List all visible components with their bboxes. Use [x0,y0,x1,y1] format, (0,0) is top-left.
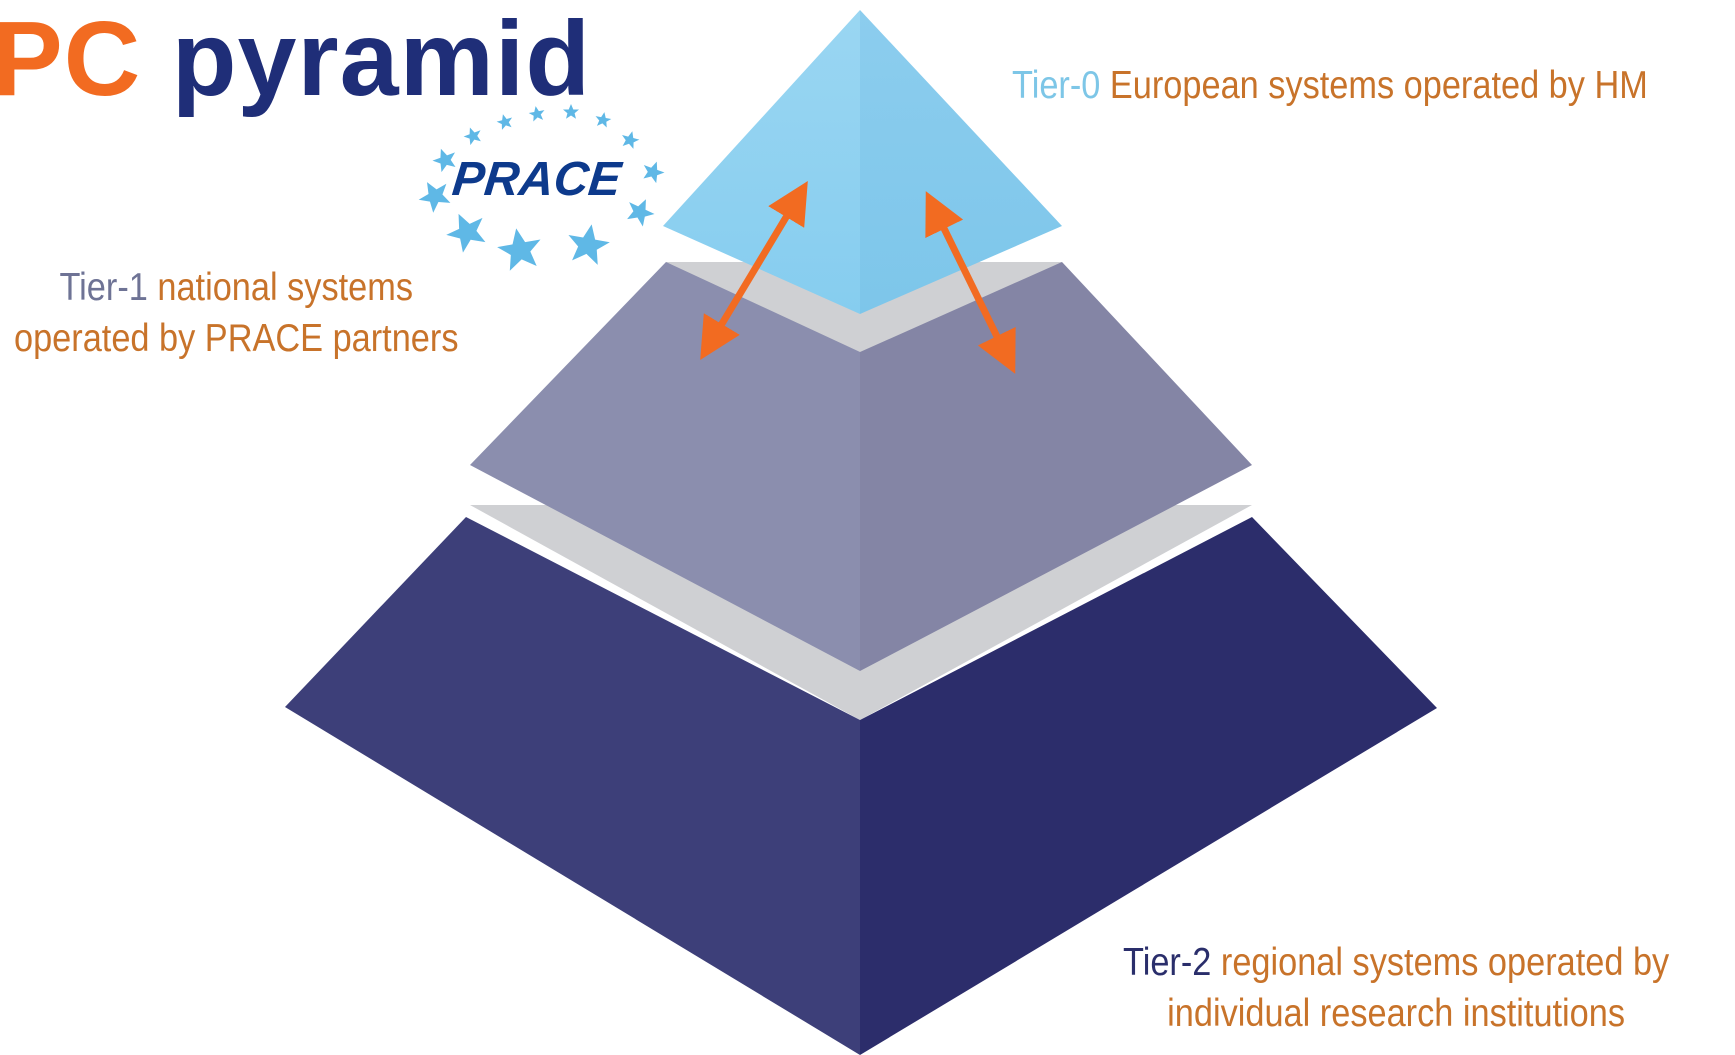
tier2-label: Tier-2 regional systems operated by indi… [1123,937,1669,1039]
star-icon [593,110,613,129]
tier2-name: Tier-2 [1123,941,1212,984]
tier1-description-line2: operated by PRACE partners [14,317,459,360]
title-prefix: PC [0,0,142,118]
star-icon [461,124,485,147]
tier2-description-line2: individual research institutions [1167,992,1626,1035]
tier1-label: Tier-1 national systems operated by PRAC… [14,262,458,364]
star-icon [619,128,642,150]
title-main: pyramid [171,0,592,118]
tier2-description-line1: regional systems operated by [1220,941,1670,984]
star-icon [622,193,659,229]
tier0-description: European systems operated by HM [1109,64,1648,107]
tier1-name: Tier-1 [59,266,148,309]
double-arrow-icon [700,181,808,360]
star-icon [494,224,545,273]
prace-logo: PRACE [413,104,668,273]
star-icon [440,205,493,256]
tier2-line1: Tier-2 regional systems operated by [1123,937,1669,988]
star-icon [564,220,613,267]
tier2-block [285,517,1437,1055]
star-icon [413,174,456,216]
tier1-description-line1: national systems [157,266,413,309]
prace-logo-text: PRACE [450,152,626,206]
star-icon [495,112,515,131]
double-arrow-icon [925,191,1016,374]
tier0-label: Tier-0 European systems operated by HM [1012,60,1648,111]
star-icon [563,104,579,119]
star-icon [527,104,547,123]
tier0-name: Tier-0 [1012,64,1101,107]
page-title: PC pyramid [0,6,591,112]
tier1-line1: Tier-1 national systems [14,262,458,313]
star-icon [639,157,668,185]
